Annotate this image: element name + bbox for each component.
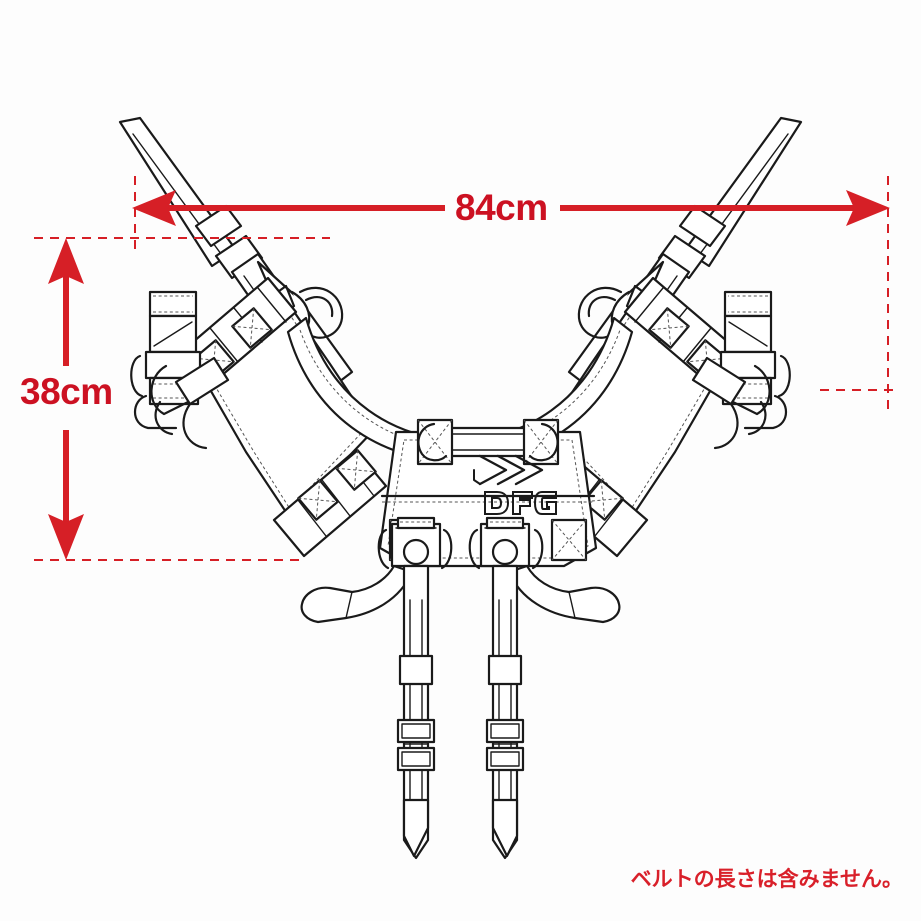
height-dimension-label: 38cm	[20, 371, 113, 412]
width-dimension-label: 84cm	[455, 187, 548, 228]
right-leg-strap	[468, 516, 621, 860]
left-leg-strap	[300, 516, 453, 860]
height-dimension-line	[48, 238, 84, 560]
belt-length-note: ベルトの長さは含みません。	[630, 868, 903, 891]
dfg-chevron-icon	[473, 454, 544, 486]
dimension-annotations	[34, 176, 900, 561]
left-adjuster-buckle	[130, 290, 202, 430]
width-dimension-line	[132, 190, 890, 226]
left-shoulder-assembly	[118, 116, 388, 558]
dfg-wordmark	[484, 491, 557, 515]
